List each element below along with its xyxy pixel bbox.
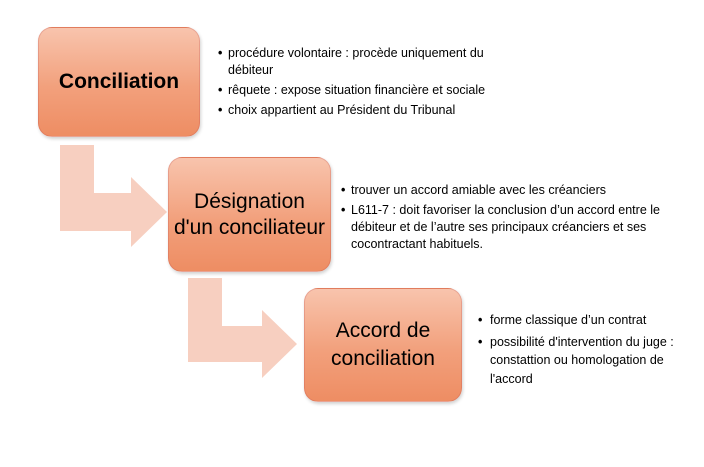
bent-arrow-2 (188, 278, 297, 378)
step-bullets-conciliation: procédure volontaire : procède uniquemen… (218, 45, 518, 122)
step-bullets-accord: forme classique d’un contrat possibilité… (478, 311, 688, 391)
bullet-item: rêquete : expose situation financière et… (218, 82, 518, 99)
bent-arrow-1 (60, 145, 167, 247)
bullet-item: choix appartient au Président du Tribuna… (218, 102, 518, 119)
step-box-designation: Désignation d'un conciliateur (168, 157, 331, 272)
step-title: Conciliation (58, 70, 180, 93)
bullet-item: procédure volontaire : procède uniquemen… (218, 45, 518, 79)
bullet-item: forme classique d’un contrat (478, 311, 688, 330)
bullet-item: L611-7 : doit favoriser la conclusion d’… (341, 202, 681, 253)
step-title: Désignation d'un conciliateur (173, 189, 326, 239)
step-bullets-designation: trouver un accord amiable avec les créan… (341, 182, 681, 256)
step-box-accord: Accord de conciliation (304, 288, 462, 402)
bullet-item: trouver un accord amiable avec les créan… (341, 182, 681, 199)
step-title: Accord de conciliation (331, 319, 435, 370)
step-box-conciliation: Conciliation (38, 27, 200, 137)
bullet-item: possibilité d'intervention du juge : con… (478, 333, 688, 389)
